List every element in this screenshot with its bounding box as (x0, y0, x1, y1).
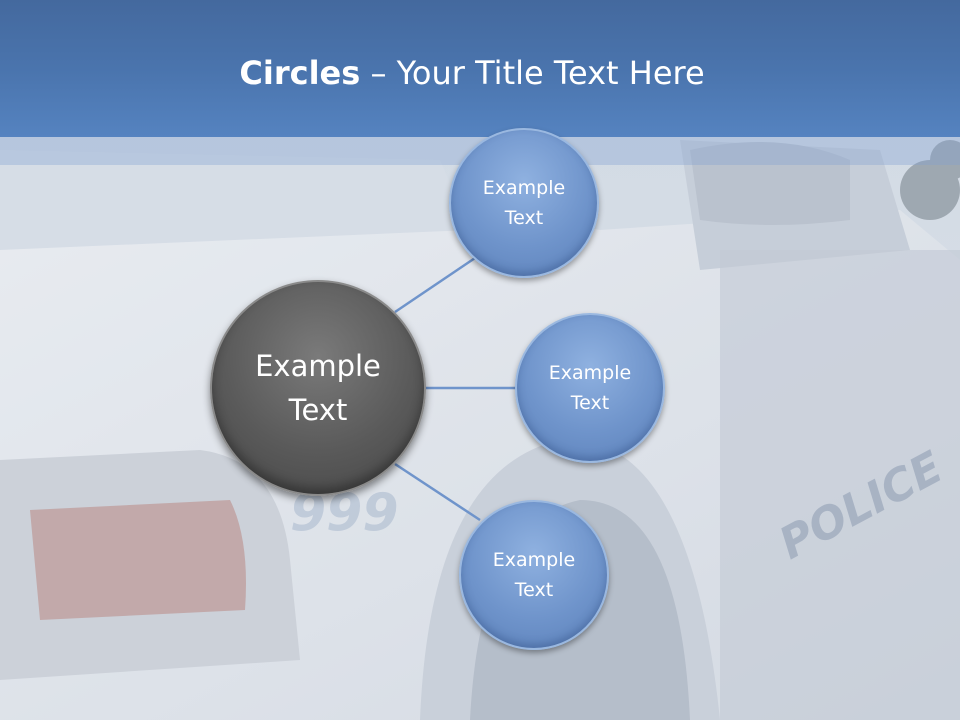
slide-title-bold: Circles (239, 54, 361, 92)
satellite-top-line2: Text (504, 207, 544, 229)
center-circle-line1: Example (255, 349, 381, 383)
title-banner (0, 0, 960, 137)
slide-title-rest: – Your Title Text Here (360, 54, 705, 92)
satellite-bottom-line1: Example (492, 549, 576, 571)
satellite-bottom-line2: Text (514, 579, 554, 601)
slide-title: Circles – Your Title Text Here (0, 54, 944, 92)
connector-bottom (394, 462, 481, 522)
connector-top (394, 254, 479, 314)
satellite-middle-line2: Text (570, 392, 610, 414)
satellite-top-line1: Example (482, 177, 566, 199)
center-circle-line2: Text (288, 393, 348, 427)
satellite-middle-line1: Example (548, 362, 632, 384)
